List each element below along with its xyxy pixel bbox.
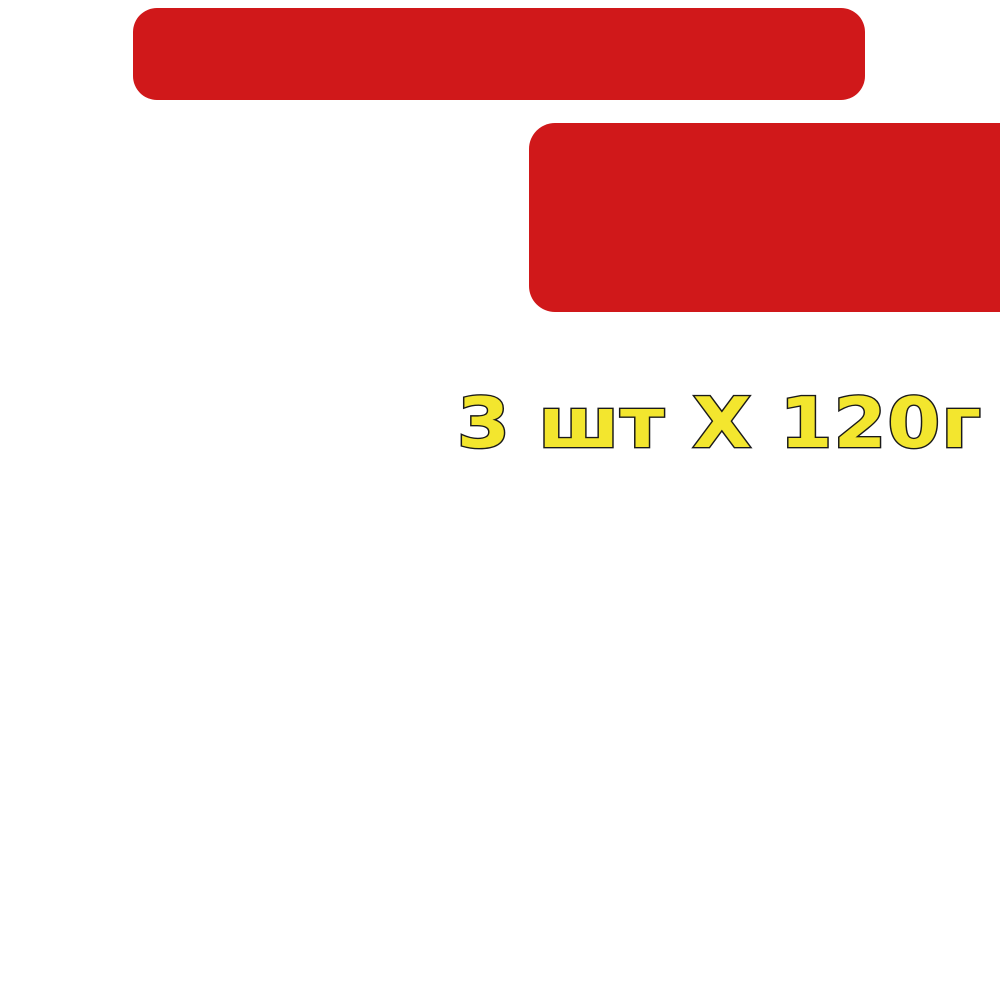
right-red-banner bbox=[529, 123, 1000, 312]
top-red-banner bbox=[133, 8, 865, 100]
quantity-label: 3 шт X 120г bbox=[456, 380, 983, 465]
